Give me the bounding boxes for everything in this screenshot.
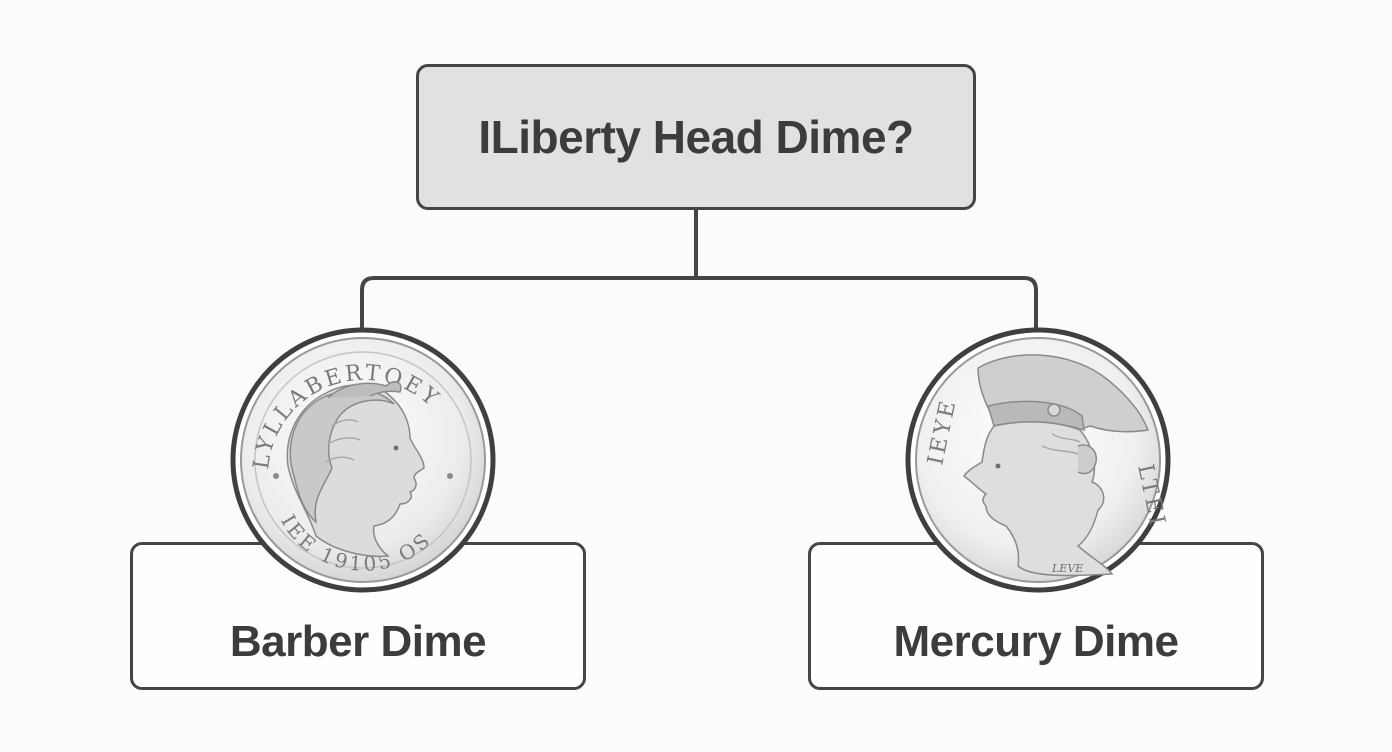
root-question-label: ILiberty Head Dime? (478, 111, 914, 163)
barber-dime-coin-icon: LYLLABERTOEY IEE 19105 OS (230, 327, 496, 593)
mercury-head-portrait (962, 354, 1150, 577)
liberty-head-portrait (286, 381, 425, 558)
mercury-small-inscription: LEVE (1051, 562, 1083, 575)
root-question-node: ILiberty Head Dime? (416, 64, 976, 210)
branch-connector (360, 276, 1038, 330)
mercury-dime-coin-icon: IEYE LTEI LEVE (905, 327, 1171, 593)
barber-dime-label: Barber Dime (229, 617, 487, 666)
mercury-dime-label: Mercury Dime (893, 617, 1179, 666)
